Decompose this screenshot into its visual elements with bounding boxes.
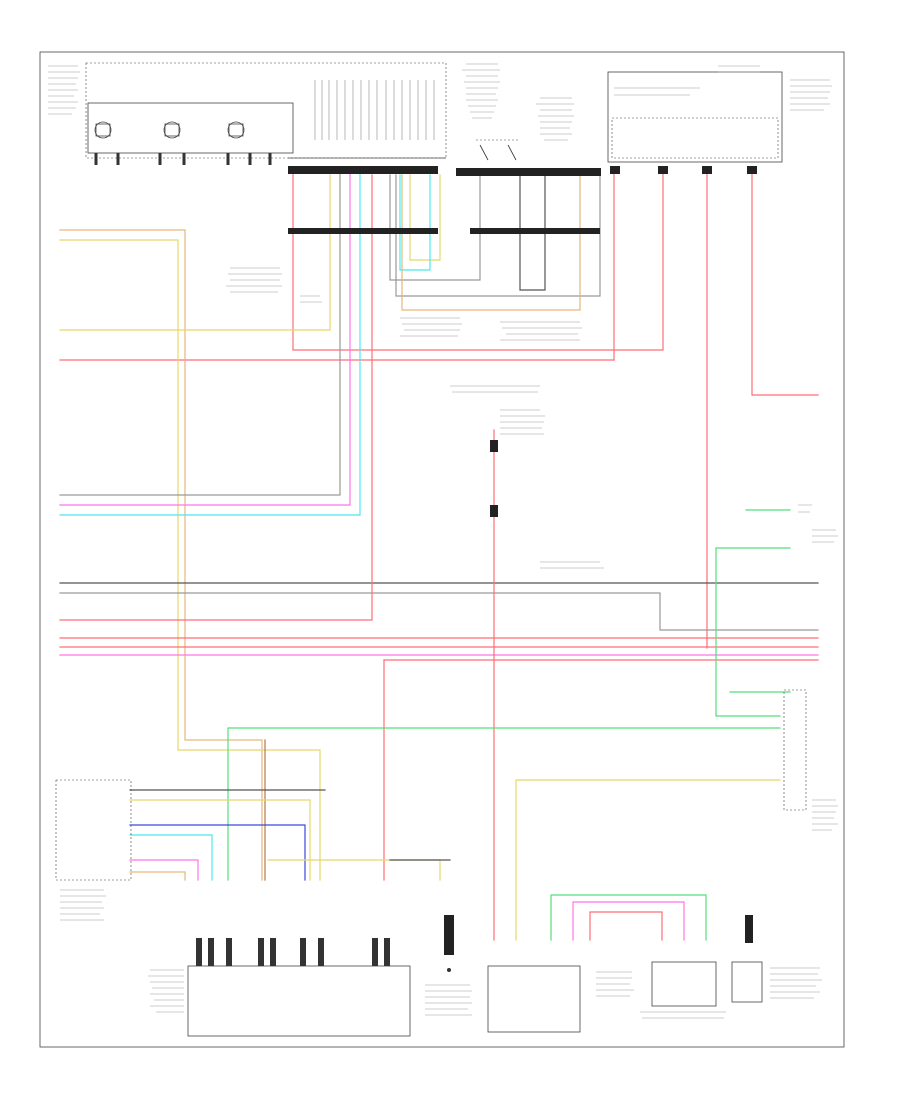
- top-right-module: [607, 65, 832, 163]
- top-sensor-labels: [462, 63, 574, 141]
- wire-yellow-mid: [59, 174, 331, 331]
- left-description-block: [48, 65, 80, 115]
- fuse-block-top-left: [85, 62, 447, 165]
- wire-tan-top: [401, 174, 581, 311]
- bottom-left-module: [55, 779, 411, 1037]
- wire-pink-left-bottom: [129, 859, 199, 881]
- mid-labels: [226, 267, 582, 341]
- wire-red-bus-1: [59, 174, 373, 621]
- wire-green-right-3: [715, 547, 781, 717]
- wire-cyan-top: [399, 174, 431, 271]
- wire-yellow-left-bottom: [129, 799, 311, 881]
- wire-gray-top-1: [389, 174, 481, 281]
- wire-pink-bottom: [572, 901, 685, 941]
- right-connector-bracket: [783, 689, 807, 811]
- center-sensor: [450, 385, 545, 517]
- wire-blue-left-bottom: [129, 824, 306, 881]
- wire-green-long: [227, 727, 781, 881]
- wire-yellow-drop: [59, 239, 321, 881]
- wire-cyan-left-bottom: [129, 834, 213, 881]
- wire-gray-left: [59, 169, 341, 496]
- wire-tan-drop: [59, 229, 263, 881]
- wire-gray-bus: [59, 592, 819, 631]
- right-terminal-labels: [540, 504, 838, 831]
- wire-red-far-right: [751, 167, 819, 396]
- wire-cyan-left: [59, 169, 361, 516]
- wire-yellow-top: [409, 174, 441, 261]
- wire-gray-top-2: [395, 174, 601, 297]
- bottom-right-modules: [596, 915, 822, 1019]
- pedal-switches: [476, 139, 520, 161]
- wire-green-bottom: [550, 894, 707, 941]
- diagram-border: [39, 51, 845, 1048]
- wire-red-bottom: [589, 911, 663, 941]
- wire-yellow-bottom-right: [515, 779, 781, 941]
- wire-harness: [59, 167, 819, 941]
- top-connector-row: [288, 166, 757, 234]
- bottom-center-module: [425, 915, 581, 1033]
- wire-red-top-loop: [292, 167, 664, 351]
- wire-tan-left-bottom: [129, 871, 186, 881]
- wire-pink-left: [59, 169, 351, 506]
- wire-yellow-center-bottom: [267, 859, 441, 881]
